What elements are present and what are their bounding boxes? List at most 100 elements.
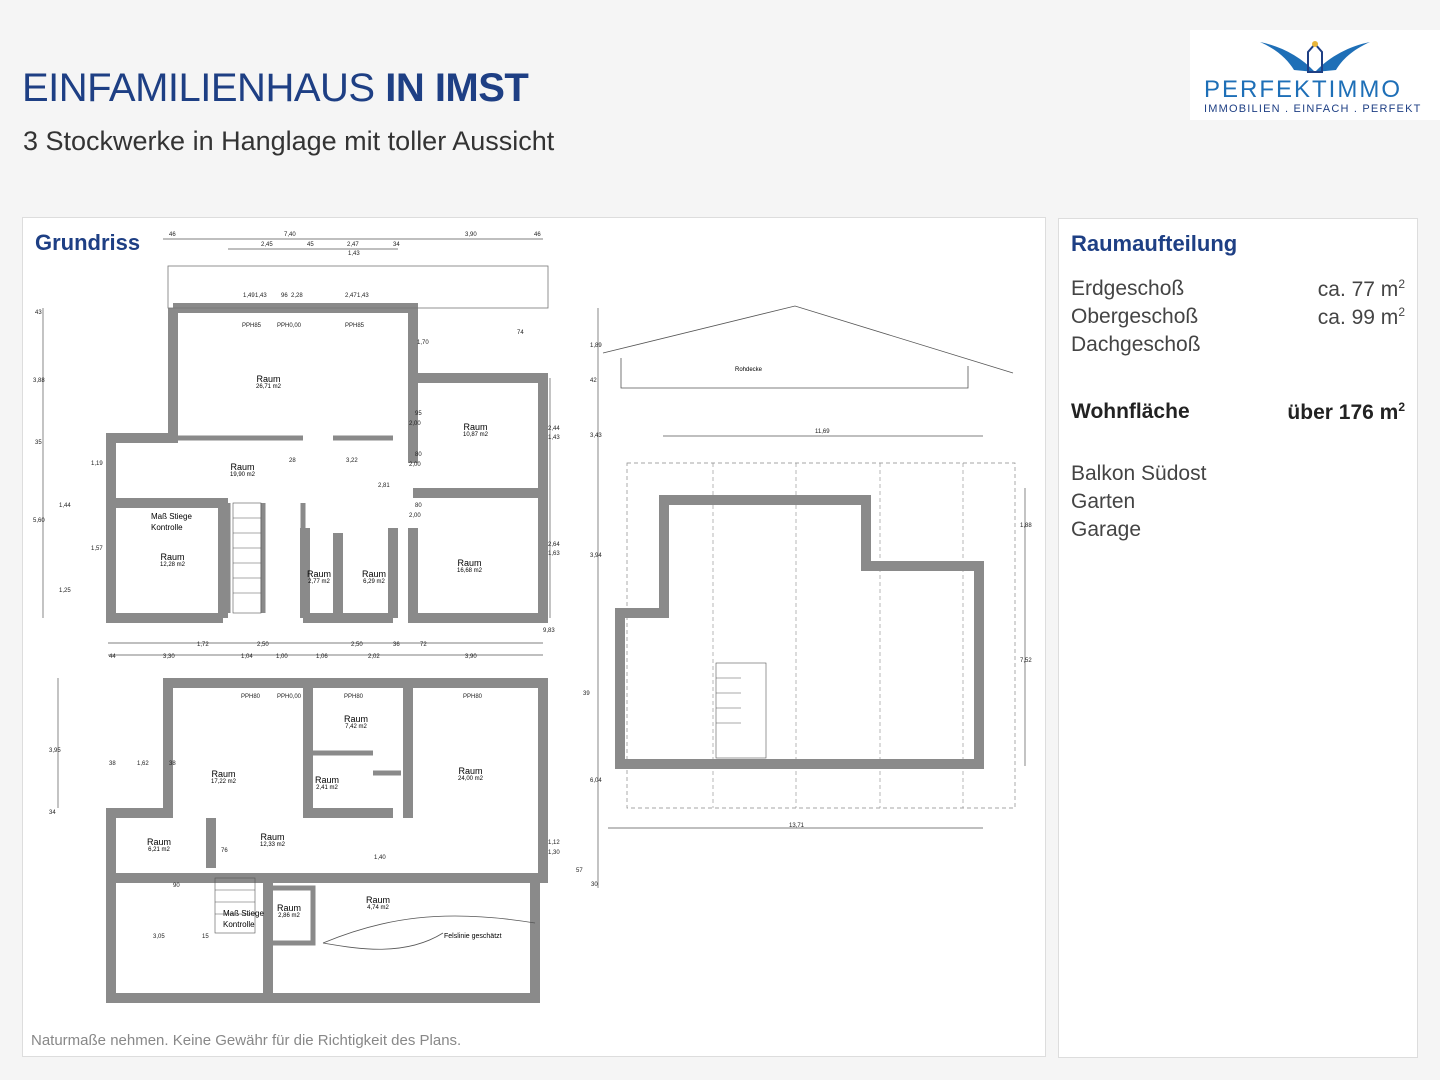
feature-garage: Garage: [1071, 518, 1142, 541]
dim-label: 34: [393, 242, 400, 248]
dim-label: 1,43: [255, 293, 267, 299]
dim-label: PPH80: [463, 694, 483, 700]
logo-tagline: IMMOBILIEN . EINFACH . PERFEKT: [1204, 103, 1422, 115]
dim-label: 3,05: [153, 934, 165, 940]
dim-label: 1,63: [548, 551, 560, 557]
page-title: EINFAMILIENHAUS IN IMST: [22, 66, 529, 110]
dim-label: 1,57: [91, 546, 103, 552]
dim-label: 44: [109, 654, 116, 660]
dim-label: PPH0,00: [277, 694, 302, 700]
dim-label: 35: [35, 440, 42, 446]
roof-label: Rohdecke: [735, 367, 763, 373]
dim-label: 45: [307, 242, 314, 248]
dim-label: 46: [534, 232, 541, 238]
dim-label: 2,00: [409, 421, 421, 427]
dim-label: 9,83: [543, 628, 555, 634]
dim-label: 34: [49, 810, 56, 816]
dim-label: 1,70: [417, 340, 429, 346]
dim-label: 3,90: [465, 232, 477, 238]
dim-label: 5,60: [33, 518, 45, 524]
dim-label: 30: [591, 882, 598, 888]
dim-label: 36: [393, 642, 400, 648]
feature-balcony: Balkon Südost: [1071, 462, 1207, 485]
dim-label: 80: [415, 452, 422, 458]
dim-label: 1,88: [1020, 523, 1032, 529]
dim-label: PPH85: [345, 323, 365, 329]
dim-label: 28: [289, 458, 296, 464]
dim-label: 3,88: [33, 378, 45, 384]
dim-label: 11,69: [815, 429, 830, 435]
dim-label: 1,43: [357, 293, 369, 299]
dim-label: 3,95: [49, 748, 61, 754]
dim-label: 2,81: [378, 483, 390, 489]
dim-label: 3,30: [163, 654, 175, 660]
dim-label: PPH0,00: [277, 323, 302, 329]
dim-label: 38: [109, 761, 116, 767]
dim-label: 1,72: [197, 642, 209, 648]
dim-label: 2,64: [548, 542, 560, 548]
brand-logo[interactable]: PERFEKTIMMO IMMOBILIEN . EINFACH . PERFE…: [1190, 30, 1440, 120]
dim-label: 1,43: [548, 435, 560, 441]
dim-label: 2,02: [368, 654, 380, 660]
dim-label: 80: [415, 503, 422, 509]
dim-label: 3,43: [590, 433, 602, 439]
dim-label: 2,50: [351, 642, 363, 648]
logo-wordmark: PERFEKTIMMO: [1204, 76, 1403, 103]
dim-label: 39: [583, 691, 590, 697]
dim-label: 1,25: [59, 588, 71, 594]
dim-label: 2,47: [345, 293, 357, 299]
floor-row-attic: Dachgeschoß: [1071, 333, 1201, 356]
dim-label: 96: [281, 293, 288, 299]
dim-label: 1,00: [276, 654, 288, 660]
feature-garden: Garten: [1071, 490, 1136, 513]
dim-label: 3,90: [465, 654, 477, 660]
floor-plan-panel: Grundriss: [22, 217, 1046, 1057]
dim-label: 95: [415, 411, 422, 417]
rock-line-label: Felslinie geschätzt: [444, 933, 502, 940]
dim-label: 1,43: [348, 251, 360, 257]
dim-label: 76: [221, 848, 228, 854]
dim-label: 15: [202, 934, 209, 940]
dim-label: 2,45: [261, 242, 273, 248]
dim-label: 13,71: [789, 823, 805, 829]
dim-label: 57: [576, 868, 583, 874]
dim-label: 1,19: [91, 461, 103, 467]
floor-plan-heading: Grundriss: [35, 230, 141, 255]
dim-label: 2,44: [548, 426, 560, 432]
dim-label: 1,06: [316, 654, 328, 660]
dim-label: 1,04: [241, 654, 253, 660]
room-summary-heading: Raumaufteilung: [1071, 231, 1238, 256]
page-subtitle: 3 Stockwerke in Hanglage mit toller Auss…: [23, 126, 555, 156]
dim-label: 3,22: [346, 458, 358, 464]
dim-label: 2,00: [409, 513, 421, 519]
dim-label: 90: [173, 883, 180, 889]
dim-label: 43: [35, 310, 42, 316]
dim-label: 72: [420, 642, 427, 648]
dim-label: 7,52: [1020, 658, 1032, 664]
dim-label: 1,62: [137, 761, 149, 767]
dim-label: 1,49: [243, 293, 255, 299]
dim-label: 2,00: [409, 462, 421, 468]
dim-label: 46: [169, 232, 176, 238]
dim-label: 2,50: [257, 642, 269, 648]
dim-label: 1,40: [374, 855, 386, 861]
dim-label: PPH80: [241, 694, 261, 700]
